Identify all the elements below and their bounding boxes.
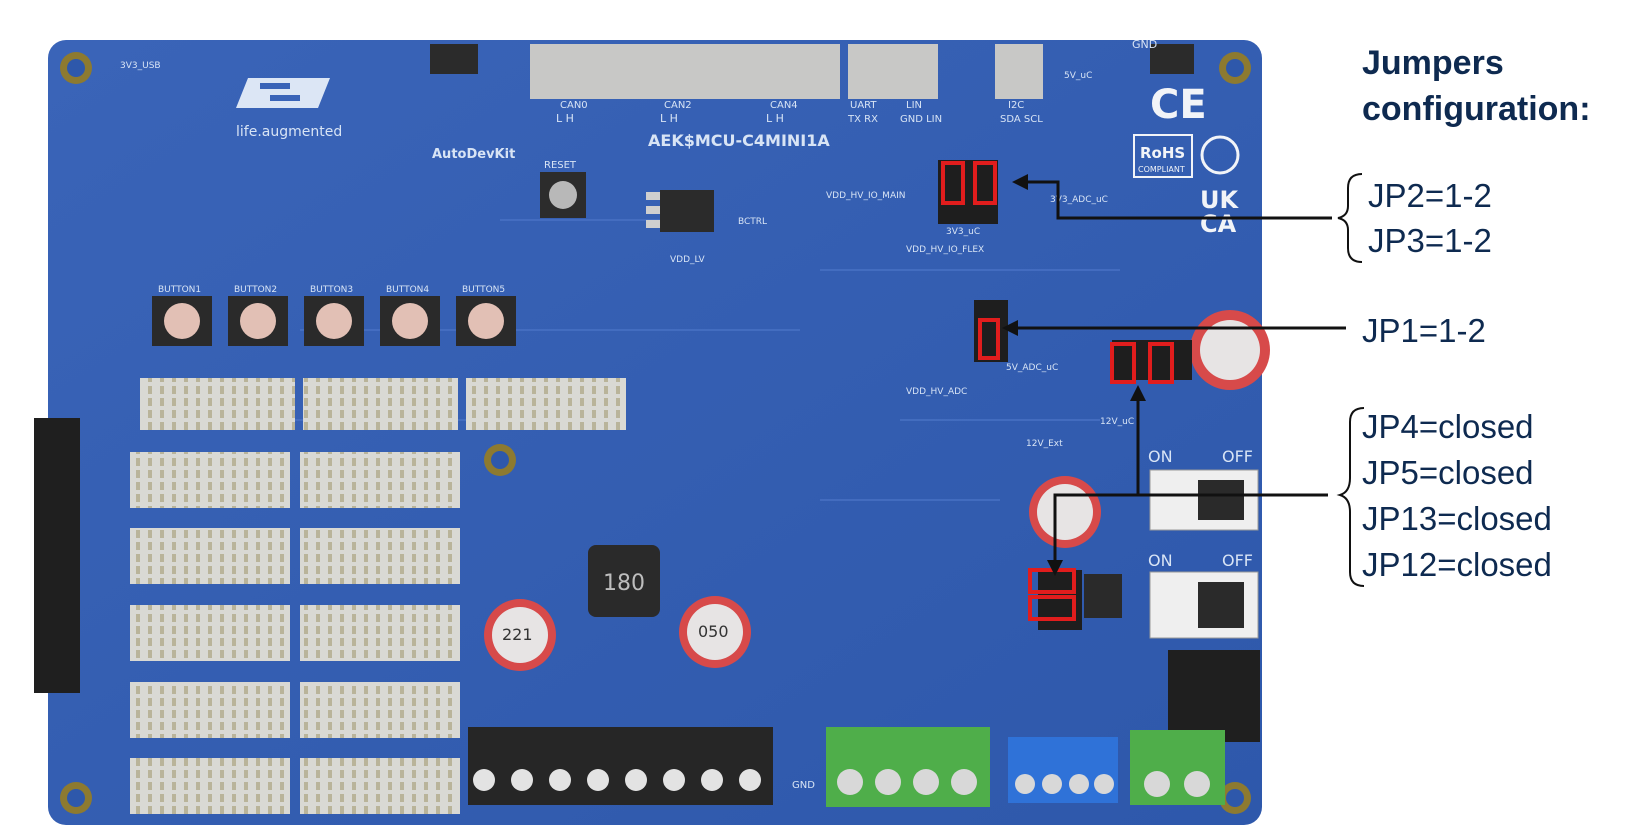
config-jp12: JP12=closed xyxy=(1362,546,1552,583)
jp2-highlight xyxy=(941,161,965,205)
label-5v-uc: 5V_uC xyxy=(1064,71,1092,81)
ukca-mark-top: UK xyxy=(1200,186,1239,214)
label-vdd-hv-io-main: VDD_HV_IO_MAIN xyxy=(826,191,906,201)
connector-label-lin: LIN xyxy=(906,100,922,111)
button4-label: BUTTON4 xyxy=(386,285,429,295)
switch1-on-label: ON xyxy=(1148,447,1173,466)
connector-label-uart: UART xyxy=(850,100,877,111)
connector-pins-can2: L H xyxy=(660,112,678,125)
push-buttons xyxy=(152,296,516,346)
config-jp1: JP1=1-2 xyxy=(1362,312,1486,349)
button3-label: BUTTON3 xyxy=(310,285,353,295)
rohs-mark: RoHS xyxy=(1140,144,1185,162)
connector-pins-lin: GND LIN xyxy=(900,114,942,125)
ukca-mark-bottom: CA xyxy=(1200,210,1237,238)
switch2-on-label: ON xyxy=(1148,551,1173,570)
ten-year-badge xyxy=(1200,135,1240,175)
terminal-blocks xyxy=(468,727,1225,807)
button5-label: BUTTON5 xyxy=(462,285,505,295)
inductor-mark: 180 xyxy=(603,571,645,596)
brace-group2 xyxy=(1336,407,1365,587)
reset-label: RESET xyxy=(544,160,577,171)
label-3v3-adc-uc: 3V3_ADC_uC xyxy=(1050,195,1108,205)
electrolytic-cap-3 xyxy=(1029,476,1101,548)
config-jp3: JP3=1-2 xyxy=(1368,222,1492,259)
label-vdd-hv-io-flex: VDD_HV_IO_FLEX xyxy=(906,245,984,255)
reset-knob xyxy=(549,181,577,209)
jp3-highlight xyxy=(973,161,997,205)
electrolytic-cap-4 xyxy=(1190,310,1270,390)
rohs-badge xyxy=(1133,134,1193,178)
label-3v3-usb: 3V3_USB xyxy=(120,61,161,71)
jp4-highlight xyxy=(1110,342,1136,384)
label-5v-adc-uc: 5V_ADC_uC xyxy=(1006,363,1058,373)
config-jp2: JP2=1-2 xyxy=(1368,177,1492,214)
group2-branch xyxy=(1053,493,1138,562)
dc-jack xyxy=(1168,650,1260,742)
jst-headers xyxy=(130,378,626,814)
inductor xyxy=(588,545,660,617)
label-bctrl: BCTRL xyxy=(738,217,767,227)
ce-mark: CE xyxy=(1150,82,1207,128)
jumpers-config-title: Jumpers configuration: xyxy=(1362,44,1591,128)
label-vdd-hv-adc: VDD_HV_ADC xyxy=(906,387,967,397)
button-labels: BUTTON1 BUTTON2 BUTTON3 BUTTON4 BUTTON5 xyxy=(158,285,505,295)
brace-group1 xyxy=(1337,173,1363,263)
label-12v-uc: 12V_uC xyxy=(1100,417,1134,427)
gnd-label-top: GND xyxy=(1132,38,1157,51)
autodevkit-logo: AutoDevKit xyxy=(432,147,515,162)
board-labels: VDD_HV_IO_MAIN VDD_HV_IO_FLEX 3V3_uC 3V3… xyxy=(120,61,1134,449)
label-3v3-uc: 3V3_uC xyxy=(946,227,980,237)
connector-label-can0: CAN0 xyxy=(560,100,588,111)
connector-label-can2: CAN2 xyxy=(664,100,692,111)
jp2-jp3-connector xyxy=(1025,180,1332,220)
power-switches xyxy=(1149,469,1259,639)
config-jp13: JP13=closed xyxy=(1362,500,1552,537)
board-name: AEK$MCU-C4MINI1A xyxy=(648,131,830,150)
switch2-off-label: OFF xyxy=(1222,551,1253,570)
braces xyxy=(1336,173,1365,587)
rohs-sub: COMPLIANT xyxy=(1138,165,1185,174)
config-jp5: JP5=closed xyxy=(1362,454,1534,491)
label-12v-ext: 12V_Ext xyxy=(1026,439,1063,449)
connector-label-can4: CAN4 xyxy=(770,100,798,111)
jp12-highlight xyxy=(1028,595,1076,621)
regulator-chip xyxy=(660,190,714,232)
st-tagline: life.augmented xyxy=(236,124,342,140)
connector-pins-uart: TX RX xyxy=(847,114,878,125)
left-pin-header xyxy=(34,418,80,693)
st-logo xyxy=(236,78,330,108)
electrolytic-cap-2: 050 xyxy=(679,596,751,668)
top-connector-labels: CAN0 CAN2 CAN4 UART LIN I2C L H L H L H … xyxy=(556,100,1043,125)
button1-label: BUTTON1 xyxy=(158,285,201,295)
annotation-arrowheads xyxy=(1002,174,1146,576)
mounting-holes xyxy=(60,52,1251,814)
jp5-highlight xyxy=(1148,342,1174,384)
switch1-off-label: OFF xyxy=(1222,447,1253,466)
config-jp4: JP4=closed xyxy=(1362,408,1534,445)
button2-label: BUTTON2 xyxy=(234,285,277,295)
connector-pins-can4: L H xyxy=(766,112,784,125)
electrolytic-cap-1: 221 xyxy=(484,599,556,671)
jp1-highlight xyxy=(978,318,1000,360)
cap2-mark: 050 xyxy=(698,622,729,641)
connector-pins-i2c: SDA SCL xyxy=(1000,114,1043,125)
connector-pins-can0: L H xyxy=(556,112,574,125)
label-vdd-lv: VDD_LV xyxy=(670,255,706,265)
cap1-mark: 221 xyxy=(502,625,533,644)
annotation-lines xyxy=(1015,180,1346,562)
top-connectors xyxy=(430,44,1194,99)
connector-label-i2c: I2C xyxy=(1008,100,1024,111)
gnd-label-bottom: GND xyxy=(792,780,815,791)
